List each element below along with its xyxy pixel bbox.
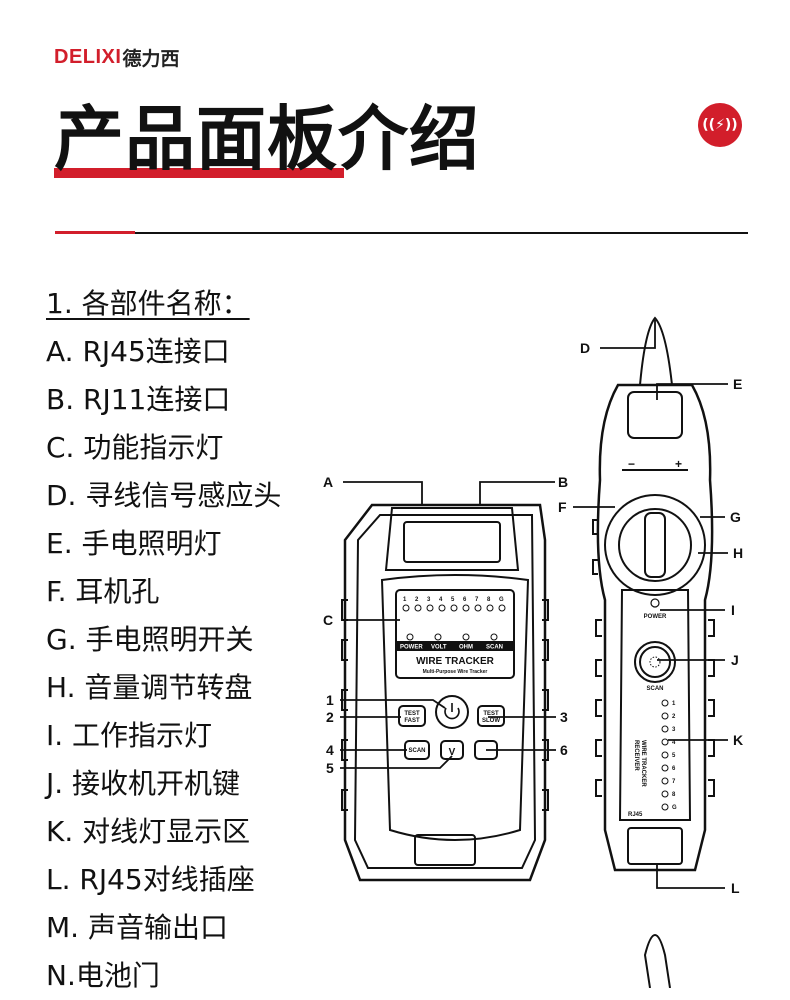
label-e: E [733,376,742,392]
led-number: 7 [475,597,479,603]
label-i: I [731,602,735,618]
wireless-charge-icon: ((⚡)) [698,103,742,147]
led-number: 5 [672,753,676,759]
label-l: L [731,880,740,896]
test-slow-label: SLOW [482,718,500,724]
test-fast-label: TEST [404,711,420,717]
divider [135,232,748,234]
led-number: 6 [463,597,467,603]
label-3: 3 [560,709,568,725]
led-number: 8 [487,597,491,603]
list-item: N.电池门 [46,959,160,992]
list-item: J. 接收机开机键 [46,767,241,800]
parts-list: 1. 各部件名称： A. RJ45连接口 B. RJ11连接口 C. 功能指示灯… [46,280,281,1000]
led-number: 3 [427,597,431,603]
label-f: F [558,499,567,515]
label-6: 6 [560,742,568,758]
receiver-name: WIRE TRACKER [640,740,646,787]
page-title: 产品面板介绍 [54,98,480,180]
next-device-probe [643,933,671,988]
list-item: K. 对线灯显示区 [46,815,251,848]
transmitter-device [341,503,549,882]
label-k: K [733,732,743,748]
list-item: A. RJ45连接口 [46,335,230,368]
label-h: H [733,545,743,561]
label-g: G [730,509,741,525]
v-button-label: V [449,747,456,758]
led-number: 1 [403,597,407,603]
led-number: 8 [672,792,676,798]
title-underline [54,168,344,178]
list-item: I. 工作指示灯 [46,719,213,752]
label-5: 5 [326,760,334,776]
list-item: D. 寻线信号感应头 [46,479,282,512]
led-number: 2 [672,714,676,720]
label-2: 2 [326,709,334,725]
status-power: POWER [400,645,423,651]
label-b: B [558,474,568,490]
list-item: H. 音量调节转盘 [46,671,253,704]
label-a: A [323,474,333,490]
divider-accent [55,231,135,234]
led-number: 3 [672,727,676,733]
status-ohm: OHM [459,645,473,651]
device-name: WIRE TRACKER [416,656,495,667]
list-item: E. 手电照明灯 [46,527,222,560]
list-item: G. 手电照明开关 [46,623,254,656]
receiver-scan-label: SCAN [646,686,663,692]
led-number: 7 [672,779,676,785]
label-1: 1 [326,692,334,708]
status-scan: SCAN [486,645,503,651]
led-number: 6 [672,766,676,772]
volume-minus: − [628,457,635,471]
list-item: F. 耳机孔 [46,575,160,608]
brand-logo: DELIXI 德力西 [54,44,179,71]
rj45-label: RJ45 [628,812,643,818]
list-item: M. 声音输出口 [46,911,228,944]
leader-lines [340,320,728,889]
brand-name-en: DELIXI [54,46,122,68]
led-number: 2 [415,597,419,603]
device-subtitle: Multi-Purpose Wire Tracker [423,669,488,675]
receiver-power-label: POWER [644,614,667,620]
led-number: 4 [672,740,676,746]
led-number: 4 [439,597,443,603]
label-4: 4 [326,742,334,758]
status-volt: VOLT [431,645,447,651]
led-number: 1 [672,701,676,707]
scan-button-label: SCAN [408,748,425,754]
receiver-device [592,316,715,988]
volume-plus: + [675,457,682,471]
parts-heading: 1. 各部件名称： [46,287,250,320]
led-number: G [672,805,677,811]
label-j: J [731,652,739,668]
test-slow-label: TEST [483,711,499,717]
label-c: C [323,612,333,628]
label-d: D [580,340,590,356]
page-title-block: 产品面板介绍 [54,96,480,182]
list-item: B. RJ11连接口 [46,383,231,416]
receiver-sub: RECEIVER [633,740,639,771]
test-fast-label: FAST [404,718,420,724]
list-item: C. 功能指示灯 [46,431,224,464]
led-number: 5 [451,597,455,603]
brand-name-cn: 德力西 [122,48,180,70]
led-number: G [499,597,504,603]
list-item: L. RJ45对线插座 [46,863,255,896]
